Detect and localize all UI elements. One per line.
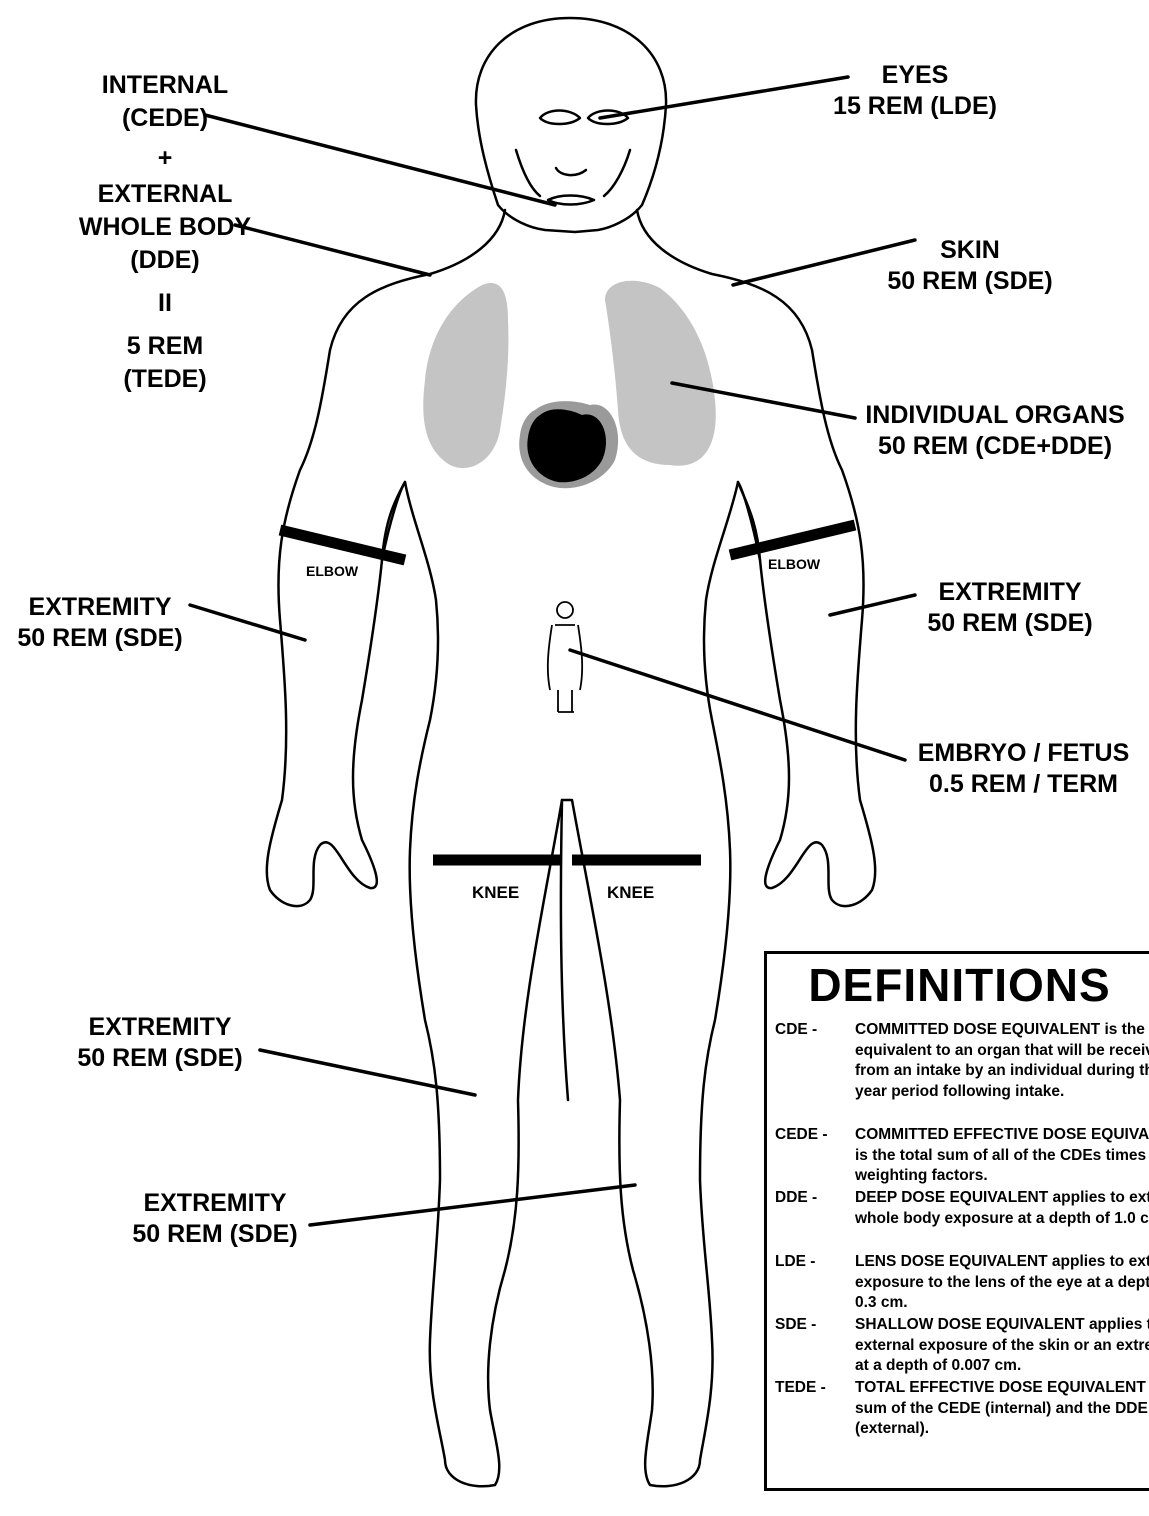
left-lung [423,283,508,468]
left-eye [540,111,580,125]
label-embryo: EMBRYO / FETUS 0.5 REM / TERM [898,738,1149,800]
definition-text: SHALLOW DOSE EQUIVALENT applies to exter… [855,1315,1149,1377]
mouth [548,196,594,205]
cheek-right [604,150,630,196]
elbow-band-right [730,525,855,555]
definition-term: TEDE - [775,1378,855,1399]
label-extremity-calf: EXTREMITY 50 REM (SDE) [115,1188,315,1250]
head-outline [476,18,666,232]
definition-term: LDE - [775,1252,855,1273]
right-lung [605,281,716,466]
definition-text: TOTAL EFFECTIVE DOSE EQUIVALENT is the s… [855,1378,1149,1440]
label-extremity-left: EXTREMITY 50 REM (SDE) [0,592,200,654]
label-skin: SKIN 50 REM (SDE) [845,235,1095,297]
definition-text: COMMITTED DOSE EQUIVALENT is the dose eq… [855,1020,1149,1102]
leader-extremity-left [190,605,305,640]
definition-text: LENS DOSE EQUIVALENT applies to external… [855,1252,1149,1314]
definition-term: DDE - [775,1188,855,1209]
cheek-left [516,150,540,196]
leader-extremity-calf [310,1185,635,1225]
knee-label-right: KNEE [607,883,654,903]
definition-term: SDE - [775,1315,855,1336]
definition-term: CDE - [775,1020,855,1041]
definition-term: CEDE - [775,1125,855,1146]
knee-label-left: KNEE [472,883,519,903]
elbow-label-left: ELBOW [306,563,358,579]
label-extremity-thigh: EXTREMITY 50 REM (SDE) [60,1012,260,1074]
fetus-figure [548,602,582,712]
leg-inner-seam [561,800,568,1100]
leader-extremity-thigh [260,1050,475,1095]
definitions-title: DEFINITIONS [767,960,1149,1010]
definition-text: COMMITTED EFFECTIVE DOSE EQUIVALENT is t… [855,1125,1149,1187]
leader-embryo [570,650,905,760]
label-internal-total: INTERNAL (CEDE) + EXTERNAL WHOLE BODY (D… [40,70,290,395]
label-extremity-right: EXTREMITY 50 REM (SDE) [905,577,1115,639]
label-eyes: EYES 15 REM (LDE) [790,60,1040,122]
label-organs: INDIVIDUAL ORGANS 50 REM (CDE+DDE) [845,400,1145,462]
definition-text: DEEP DOSE EQUIVALENT applies to external… [855,1188,1149,1229]
leader-extremity-right [830,595,915,615]
definitions-box: DEFINITIONS CDE - COMMITTED DOSE EQUIVAL… [764,951,1149,1491]
elbow-label-right: ELBOW [768,556,820,572]
nose [556,168,586,175]
